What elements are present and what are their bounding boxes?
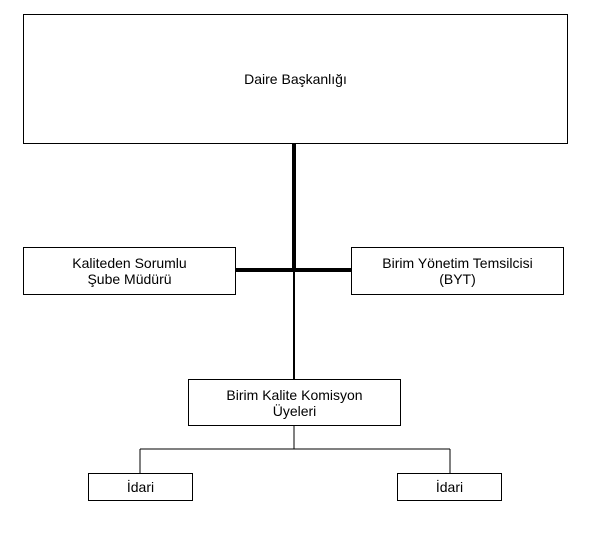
node-birim-yonetim-temsilcisi: Birim Yönetim Temsilcisi (BYT) — [351, 247, 564, 295]
node-kalite-sube-muduru: Kaliteden Sorumlu Şube Müdürü — [23, 247, 236, 295]
node-idari-left: İdari — [88, 473, 193, 501]
node-daire-baskanligi-label: Daire Başkanlığı — [244, 71, 347, 87]
node-birim-yonetim-temsilcisi-line2: (BYT) — [439, 271, 476, 287]
node-daire-baskanligi: Daire Başkanlığı — [23, 14, 568, 144]
node-idari-left-label: İdari — [126, 479, 155, 495]
node-birim-yonetim-temsilcisi-line1: Birim Yönetim Temsilcisi — [382, 255, 533, 271]
node-birim-kalite-komisyon-line1: Birim Kalite Komisyon — [226, 386, 363, 403]
node-kalite-sube-muduru-line1: Kaliteden Sorumlu — [72, 255, 187, 271]
node-idari-right-label: İdari — [435, 479, 464, 495]
node-idari-right: İdari — [397, 473, 502, 501]
node-birim-kalite-komisyon: Birim Kalite Komisyon Üyeleri — [188, 379, 401, 426]
node-birim-kalite-komisyon-line2: Üyeleri — [272, 402, 317, 419]
node-kalite-sube-muduru-line2: Şube Müdürü — [87, 271, 172, 287]
